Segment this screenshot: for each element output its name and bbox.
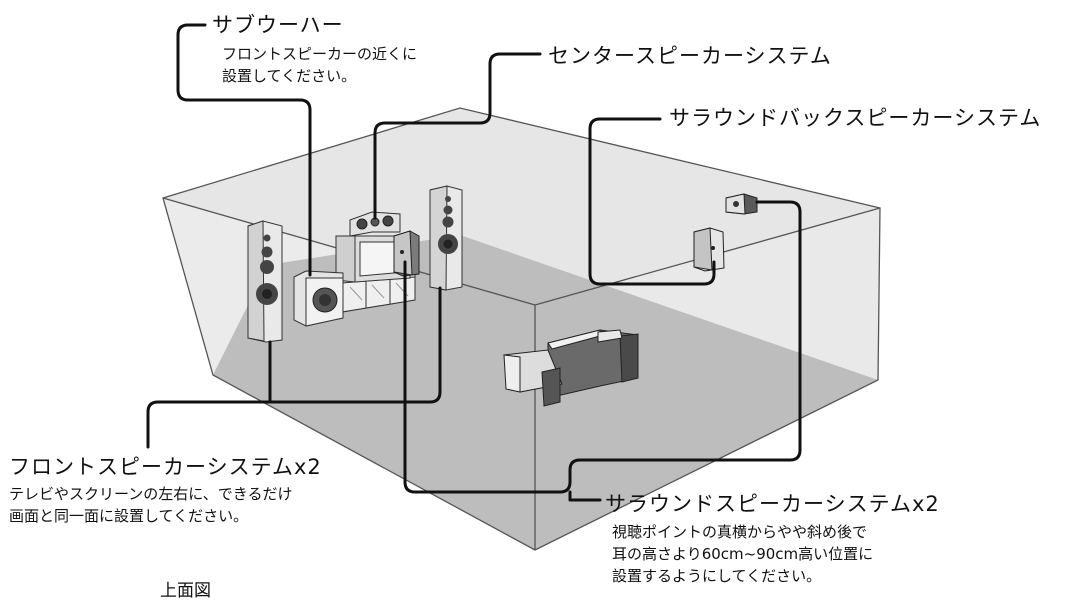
subwoofer-note-line: フロントスピーカーの近くに (222, 45, 418, 63)
surround-back-title: サラウンドバックスピーカーシステム (669, 106, 1042, 130)
surround-note-line: 視聴ポイントの真横からやや斜め後で (612, 523, 868, 541)
surround-back-speaker (725, 193, 758, 215)
front-note-line: テレビやスクリーンの左右に、できるだけ (9, 485, 293, 503)
surround-speaker-note: 視聴ポイントの真横からやや斜め後で 耳の高さより60cm~90cm高い位置に 設… (612, 521, 873, 587)
front-speaker-right (429, 185, 463, 291)
sofa (503, 329, 639, 407)
surround-note-line: 耳の高さより60cm~90cm高い位置に (612, 545, 874, 563)
leader-front (146, 286, 442, 449)
subwoofer-box (293, 270, 344, 327)
leader-surround-back (588, 117, 716, 286)
subwoofer-title: サブウーハー (212, 13, 344, 37)
leader-center (373, 52, 542, 220)
front-speaker-title: フロントスピーカーシステムx2 (9, 455, 322, 479)
view-caption: 上面図 (160, 581, 211, 601)
subwoofer-note-line: 設置してください。 (222, 67, 357, 85)
front-speaker-note: テレビやスクリーンの左右に、できるだけ 画面と同一面に設置してください。 (9, 483, 293, 527)
surround-speaker-title: サラウンドスピーカーシステムx2 (605, 492, 940, 516)
leader-lines (146, 23, 802, 502)
surround-speaker-right (693, 227, 725, 272)
leader-subwoofer (176, 23, 312, 277)
leader-surround-tick (568, 490, 602, 502)
surround-note-line: 設置するようにしてください。 (612, 567, 822, 585)
surround-speaker-left (393, 230, 420, 277)
front-speaker-left (247, 220, 283, 343)
front-note-line: 画面と同一面に設置してください。 (9, 507, 249, 525)
leader-surround (403, 200, 802, 494)
center-speaker (349, 211, 401, 237)
center-speaker-title: センタースピーカーシステム (548, 44, 832, 68)
subwoofer-note: フロントスピーカーの近くに 設置してください。 (222, 43, 417, 87)
